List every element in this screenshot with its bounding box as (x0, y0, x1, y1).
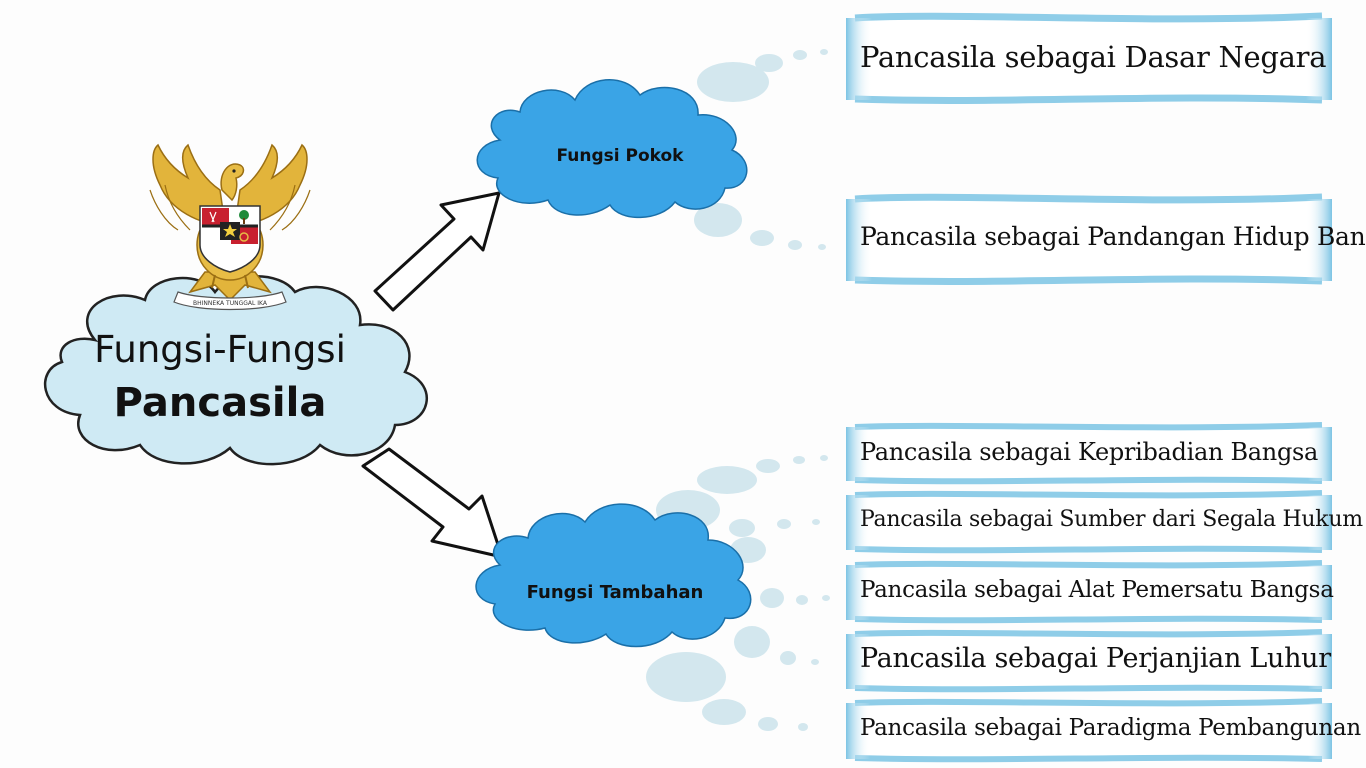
bubble-trail-bottom (646, 455, 830, 731)
bubble-trail-top (694, 49, 828, 250)
item-pandangan-hidup: Pancasila sebagai Pandangan Hidup Bangsa (860, 222, 1366, 251)
banners (846, 12, 1332, 763)
item-sumber-hukum: Pancasila sebagai Sumber dari Segala Huk… (860, 507, 1363, 532)
arrow-to-fungsi-tambahan (361, 447, 504, 559)
item-paradigma: Pancasila sebagai Paradigma Pembangunan (860, 715, 1361, 741)
main-title-line2: Pancasila (113, 380, 327, 426)
item-perjanjian-luhur: Pancasila sebagai Perjanjian Luhur (860, 643, 1331, 674)
branch-label-fungsi-pokok: Fungsi Pokok (556, 146, 684, 166)
banner-dasar-negara (846, 12, 1332, 104)
item-kepribadian: Pancasila sebagai Kepribadian Bangsa (860, 438, 1319, 466)
branch-label-fungsi-tambahan: Fungsi Tambahan (526, 582, 704, 603)
emblem-motto: BHINNEKA TUNGGAL IKA (193, 300, 268, 307)
banner-perjanjian-luhur (846, 629, 1332, 693)
banner-paradigma (846, 698, 1332, 763)
garuda-emblem-icon (149, 143, 311, 311)
banner-sumber-hukum (846, 490, 1332, 554)
cloud-fungsi-tambahan (475, 503, 752, 648)
main-cloud (44, 275, 428, 466)
banner-alat-pemersatu (846, 560, 1332, 624)
item-dasar-negara: Pancasila sebagai Dasar Negara (860, 40, 1327, 74)
main-title-line1: Fungsi-Fungsi (94, 328, 346, 371)
arrow-to-fungsi-pokok (373, 191, 501, 312)
cloud-fungsi-pokok (476, 79, 748, 219)
item-alat-pemersatu: Pancasila sebagai Alat Pemersatu Bangsa (860, 577, 1334, 603)
banner-pandangan-hidup (846, 193, 1332, 285)
banner-kepribadian (846, 422, 1332, 485)
